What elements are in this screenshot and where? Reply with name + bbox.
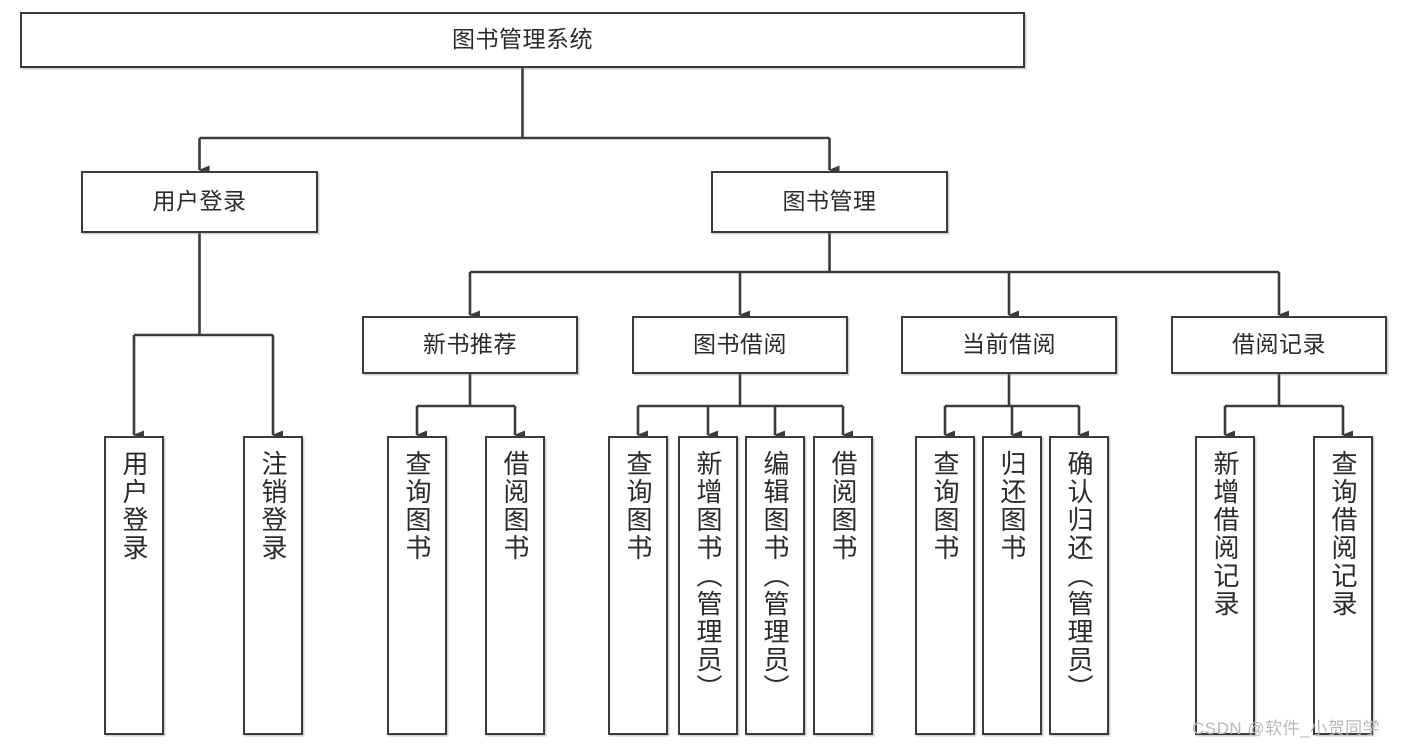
- node-label: 查询图书: [623, 450, 653, 562]
- node-bookmgmt[interactable]: 图书管理: [711, 171, 948, 233]
- node-label: 用户登录: [119, 450, 149, 562]
- node-leaf-rec-2[interactable]: 查询借阅记录: [1313, 436, 1373, 735]
- node-label: 查询图书: [930, 450, 960, 562]
- node-newbook[interactable]: 新书推荐: [362, 316, 578, 374]
- node-label: 查询图书: [402, 450, 432, 562]
- node-leaf-new-2[interactable]: 借阅图书: [485, 436, 545, 735]
- node-label: 新书推荐: [423, 331, 517, 358]
- watermark: CSDN @软件_小贺同学: [1192, 719, 1381, 738]
- node-leaf-bor-4[interactable]: 借阅图书: [813, 436, 873, 735]
- node-leaf-login-1[interactable]: 用户登录: [104, 436, 164, 735]
- node-label: 图书借阅: [693, 331, 787, 358]
- node-leaf-cur-2[interactable]: 归还图书: [982, 436, 1042, 735]
- node-leaf-cur-3[interactable]: 确认归还（管理员）: [1049, 436, 1109, 735]
- node-label: 新增图书（管理员）: [693, 450, 723, 702]
- node-label: 借阅图书: [828, 450, 858, 562]
- node-root[interactable]: 图书管理系统: [20, 12, 1025, 68]
- node-leaf-bor-2[interactable]: 新增图书（管理员）: [678, 436, 738, 735]
- node-login[interactable]: 用户登录: [81, 171, 318, 233]
- node-leaf-new-1[interactable]: 查询图书: [387, 436, 447, 735]
- node-label: 查询借阅记录: [1328, 450, 1358, 618]
- node-leaf-login-2[interactable]: 注销登录: [243, 436, 303, 735]
- node-label: 图书管理: [782, 188, 877, 215]
- node-label: 新增借阅记录: [1210, 450, 1240, 618]
- node-label: 注销登录: [258, 450, 288, 562]
- node-borrow[interactable]: 图书借阅: [632, 316, 848, 374]
- node-label: 确认归还（管理员）: [1064, 450, 1094, 702]
- tree-connectors: [132, 68, 1353, 440]
- node-label: 归还图书: [997, 450, 1027, 562]
- node-leaf-rec-1[interactable]: 新增借阅记录: [1195, 436, 1255, 735]
- node-leaf-cur-1[interactable]: 查询图书: [915, 436, 975, 735]
- node-label: 当前借阅: [962, 331, 1056, 358]
- node-current[interactable]: 当前借阅: [901, 316, 1117, 374]
- node-label: 借阅图书: [500, 450, 530, 562]
- node-label: 图书管理系统: [452, 26, 593, 53]
- node-records[interactable]: 借阅记录: [1171, 316, 1387, 374]
- node-leaf-bor-3[interactable]: 编辑图书（管理员）: [745, 436, 805, 735]
- node-leaf-bor-1[interactable]: 查询图书: [608, 436, 668, 735]
- node-label: 借阅记录: [1232, 331, 1326, 358]
- node-label: 编辑图书（管理员）: [760, 450, 790, 702]
- node-label: 用户登录: [152, 188, 247, 215]
